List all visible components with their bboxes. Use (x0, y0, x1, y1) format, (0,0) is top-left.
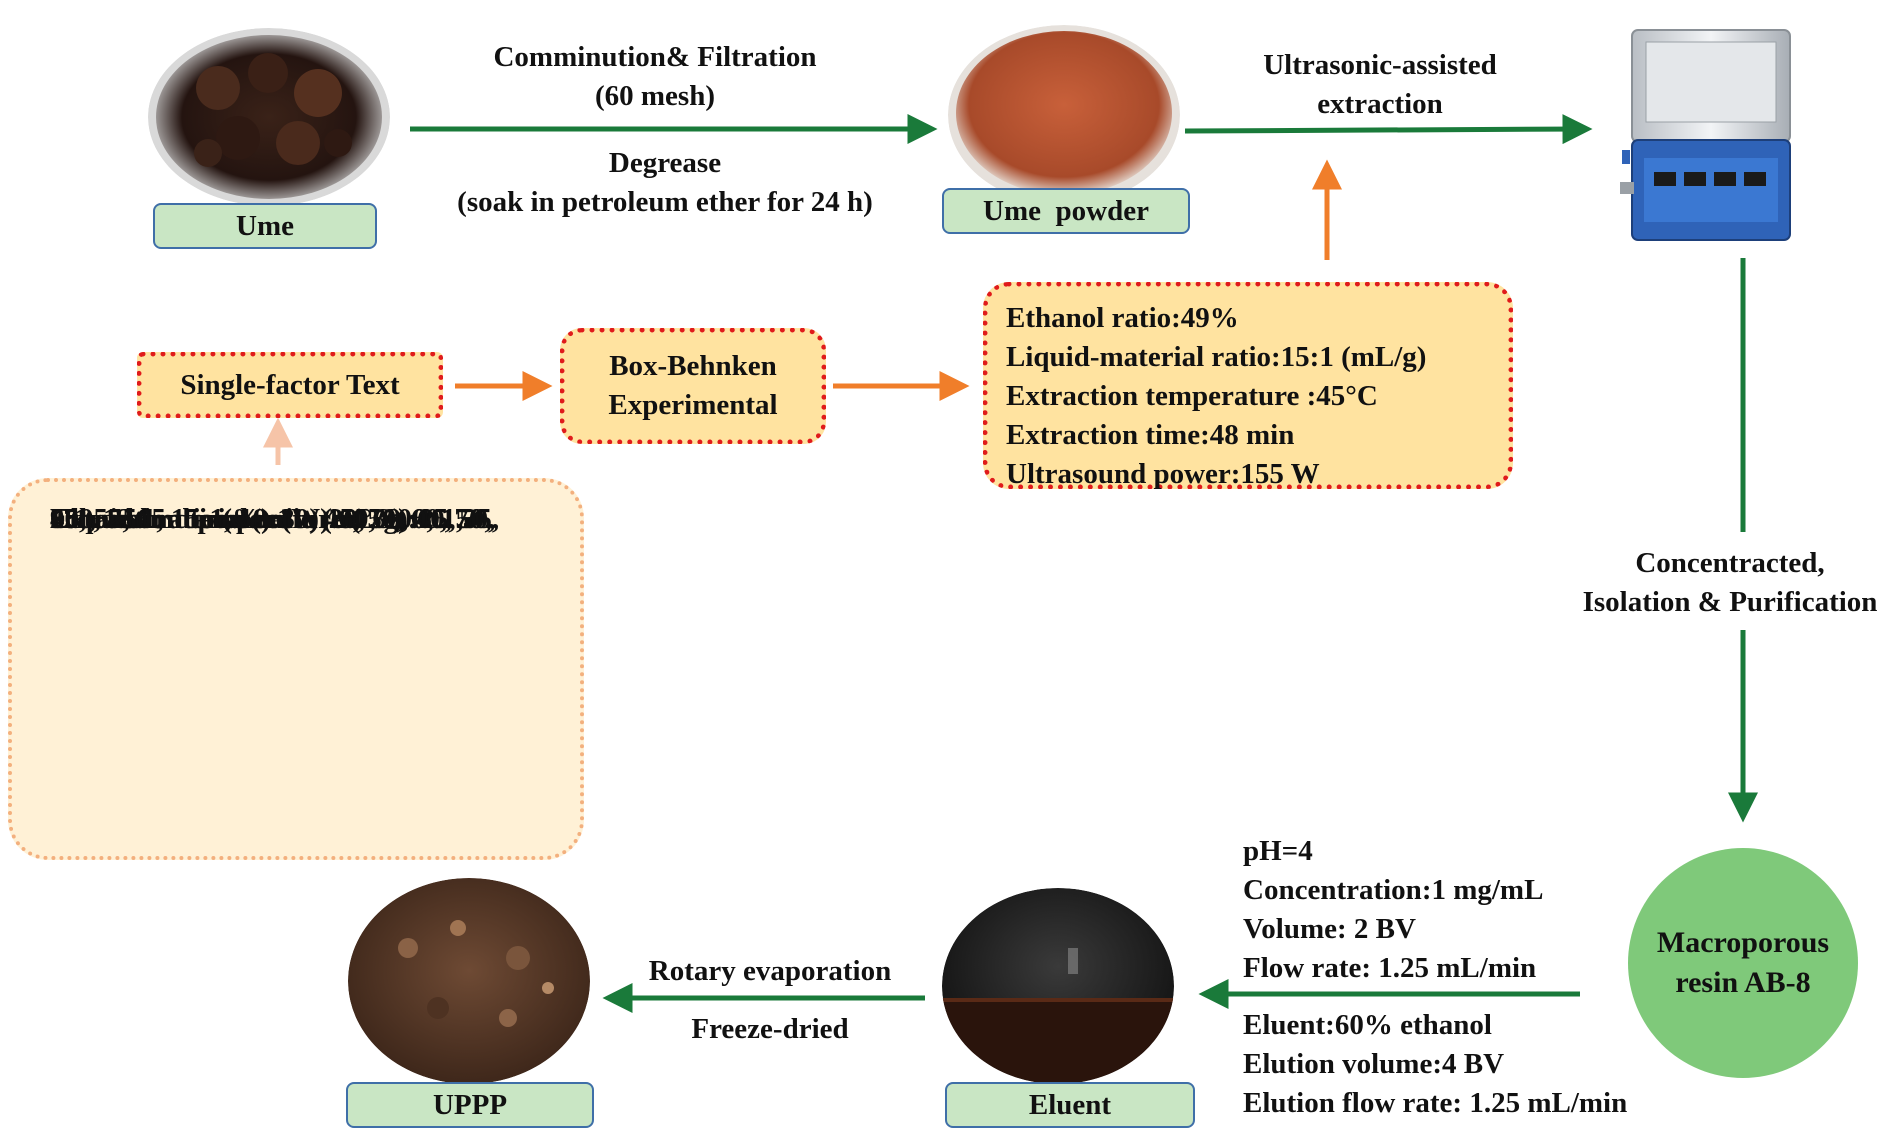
levels-line-3: 9:1, 12:1, 15:1, 18:1 (50, 503, 292, 535)
elution-volume: Elution volume:4 BV (1243, 1048, 1505, 1080)
ultrasonic-step: Ultrasonic-assisted extraction (1220, 46, 1540, 124)
ume-photo (148, 28, 390, 206)
comminution-line-2: (60 mesh) (594, 80, 715, 112)
ultrasonic-line-2: extraction (1317, 88, 1443, 120)
levels-line-5: 45, 55, 65 (50, 503, 166, 535)
concentrated-line-2: Isolation & Purification (1582, 586, 1878, 618)
optimal-power: Ultrasound power:155 W (1006, 458, 1320, 490)
ume-powder-label: Ume powder (942, 188, 1190, 234)
uppp-label: UPPP (346, 1082, 594, 1128)
resin-line-1: Macroporous (1656, 926, 1830, 959)
ultrasonic-line-1: Ultrasonic-assisted (1263, 49, 1497, 81)
levels-line-8: Ultrasound power (W):50, 100, 150, (50, 503, 492, 535)
loading-volume: Volume: 2 BV (1243, 913, 1416, 945)
factor-levels-box: Ethanol ratio (%):30, 40, 50, 60, 70 Liq… (8, 478, 584, 860)
levels-line-9: 200, 250 (50, 503, 152, 535)
degrease-line-2: (soak in petroleum ether for 24 h) (457, 186, 873, 218)
arrow-powder-to-ultrasonic (1184, 114, 1593, 145)
optimal-temperature: Extraction temperature :45°C (1006, 380, 1378, 412)
levels-line-1: Ethanol ratio (%):30, 40, 50, 60, 70 (50, 503, 484, 535)
ume-powder-image (948, 25, 1180, 205)
levels-line-7: 60 (50, 503, 79, 535)
loading-conditions: pH=4 Concentration:1 mg/mL Volume: 2 BV … (1243, 832, 1543, 988)
optimal-time: Extraction time:48 min (1006, 419, 1295, 451)
resin-line-2: resin AB-8 (1675, 966, 1811, 999)
uppp-label-text: UPPP (432, 1088, 508, 1121)
uppp-image (348, 878, 590, 1084)
ume-label-text: Ume (236, 209, 294, 242)
loading-flow-rate: Flow rate: 1.25 mL/min (1243, 952, 1537, 984)
optimal-conditions-box: Ethanol ratio:49% Liquid-material ratio:… (983, 282, 1513, 490)
degrease-step: Degrease (soak in petroleum ether for 24… (415, 144, 915, 222)
eluent-label: Eluent (945, 1082, 1195, 1128)
concentrated-step: Concentracted, Isolation & Purification (1560, 544, 1900, 622)
single-factor-text: Single-factor Text (180, 368, 400, 401)
ume-powder-label-text: Ume powder (983, 194, 1149, 227)
ume-image (148, 28, 390, 206)
resin-node: Macroporous resin AB-8 (1628, 848, 1858, 1078)
ultrasonic-bath-image (1620, 22, 1802, 250)
box-behnken-line-1: Box-Behnken (609, 350, 777, 382)
optimal-ethanol: Ethanol ratio:49% (1006, 302, 1239, 334)
levels-line-6: Extraction time (min):20, 30, 40, 50, (50, 503, 496, 535)
box-behnken-line-2: Experimental (608, 389, 778, 421)
ume-label: Ume (153, 203, 377, 249)
ume-powder-photo (948, 25, 1180, 205)
elution-eluent: Eluent:60% ethanol (1243, 1009, 1492, 1041)
box-behnken-box: Box-Behnken Experimental (560, 328, 826, 444)
concentrated-line-1: Concentracted, (1635, 547, 1825, 579)
single-factor-box: Single-factor Text (137, 352, 443, 418)
loading-ph: pH=4 (1243, 835, 1313, 867)
comminution-step: Comminution& Filtration (60 mesh) (455, 38, 855, 116)
ultrasonic-bath-icon (1620, 29, 1791, 241)
comminution-line-1: Comminution& Filtration (493, 41, 817, 73)
elution-flow-rate: Elution flow rate: 1.25 mL/min (1243, 1087, 1628, 1119)
eluent-label-text: Eluent (1028, 1088, 1112, 1121)
degrease-line-1: Degrease (608, 147, 722, 179)
optimal-liquid: Liquid-material ratio:15:1 (mL/g) (1006, 341, 1427, 373)
freeze-step: Freeze-dried (691, 1013, 849, 1045)
uppp-photo (348, 878, 590, 1084)
eluent-image (942, 888, 1174, 1084)
levels-line-4: Extraction temperature (°C) :25, 35, (50, 503, 500, 535)
loading-concentration: Concentration:1 mg/mL (1243, 874, 1544, 906)
elution-conditions: Eluent:60% ethanol Elution volume:4 BV E… (1243, 1006, 1627, 1123)
levels-line-2: Liquid-material ratio (mL/g):6:1, (50, 503, 464, 535)
rotary-step: Rotary evaporation (648, 955, 892, 987)
eluent-photo (942, 888, 1174, 1084)
